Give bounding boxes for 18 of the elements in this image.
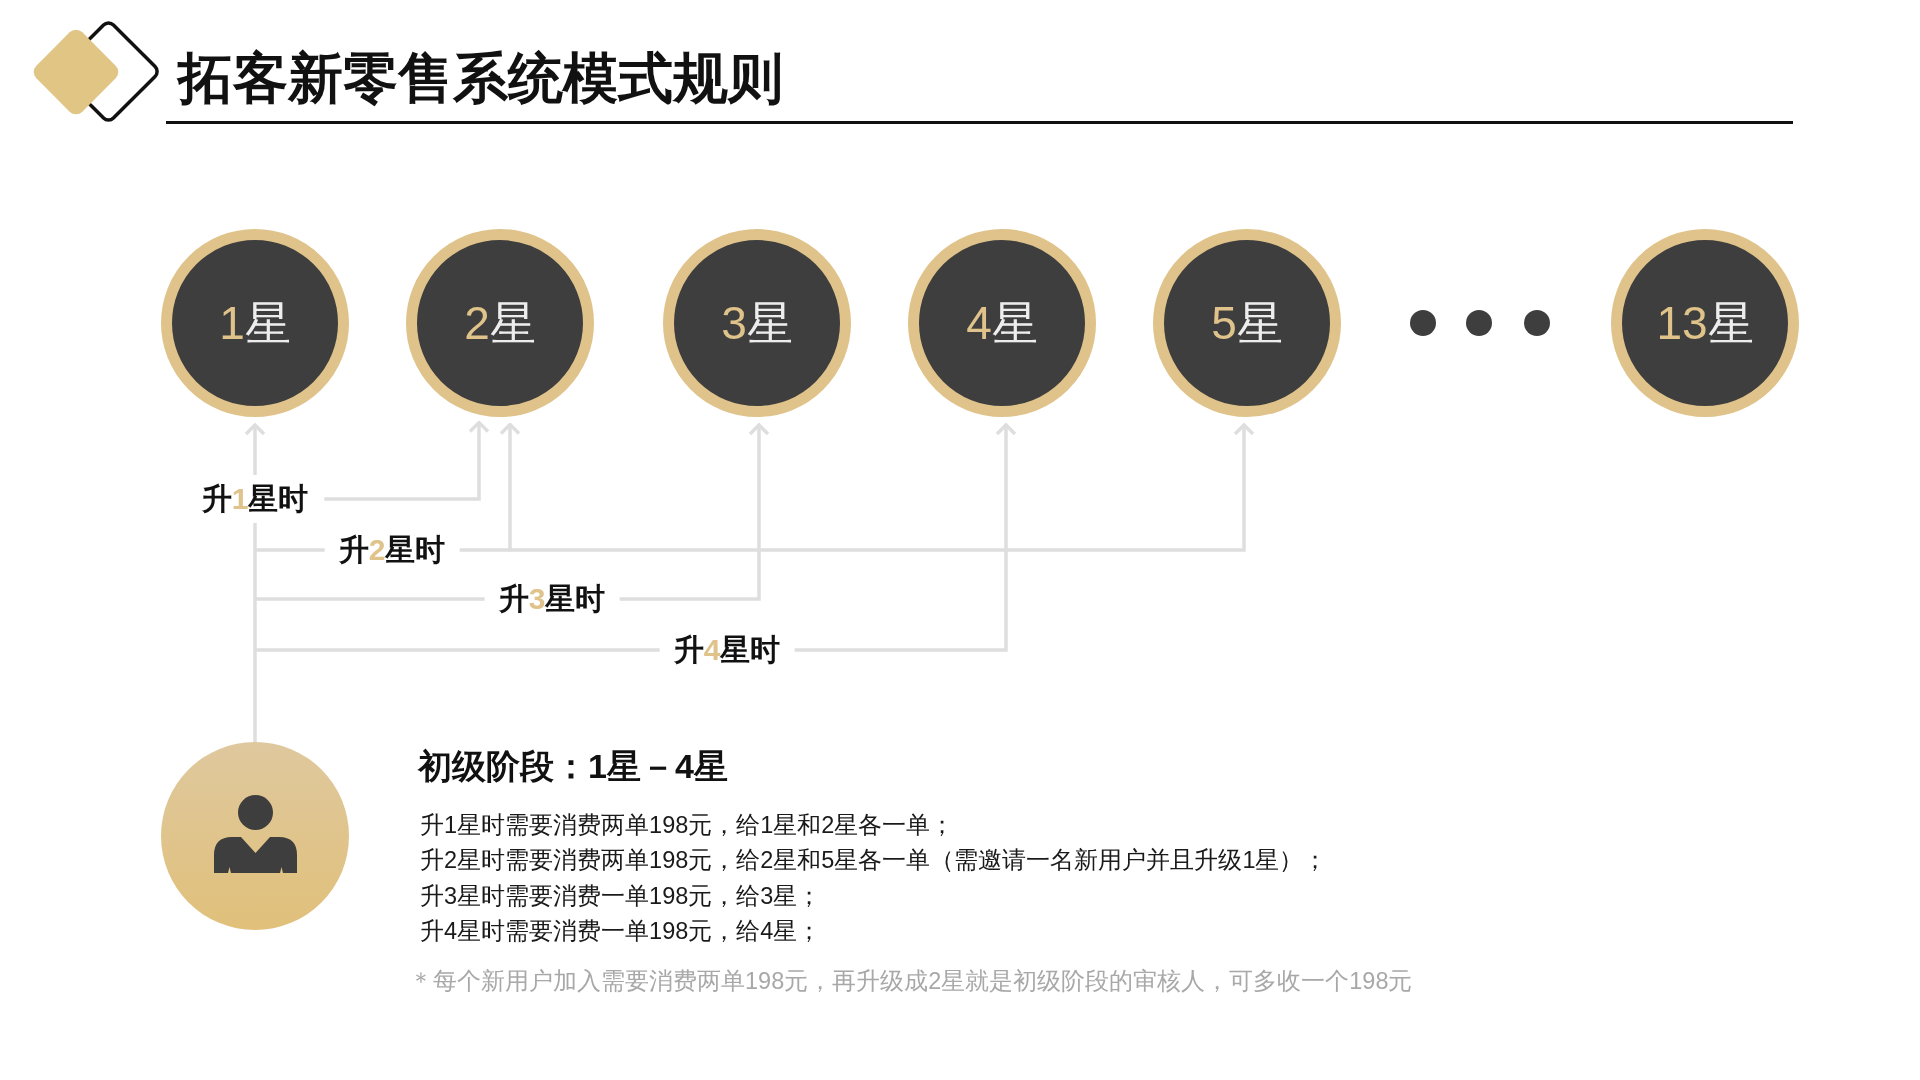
rule-text: 升1星时需要消费两单198元，给1星和2星各一单； (420, 811, 955, 840)
branch-label: 升1星时 (185, 475, 325, 523)
rule-text: 升2星时需要消费两单198元，给2星和5星各一单（需邀请一名新用户并且升级1星）； (420, 846, 1328, 875)
rule-text: 升3星时需要消费一单198元，给3星； (420, 882, 822, 911)
level-label: 13星 (1656, 300, 1754, 346)
connector-line (253, 523, 257, 742)
connector-arrow (244, 423, 266, 475)
level-label: 5星 (1211, 300, 1283, 346)
level-label: 3星 (721, 300, 793, 346)
connector-arrow (324, 420, 490, 501)
level-label: 2星 (464, 300, 536, 346)
page-title: 拓客新零售系统模式规则 (178, 48, 783, 108)
connector-arrow (510, 423, 1255, 552)
section-heading: 初级阶段：1星－4星 (418, 746, 728, 786)
level-label: 4星 (966, 300, 1038, 346)
rule-text: 升4星时需要消费一单198元，给4星； (420, 917, 822, 946)
level-label: 1星 (219, 300, 291, 346)
footnote: ＊每个新用户加入需要消费两单198元，再升级成2星就是初级阶段的审核人，可多收一个198元 (409, 967, 1413, 996)
